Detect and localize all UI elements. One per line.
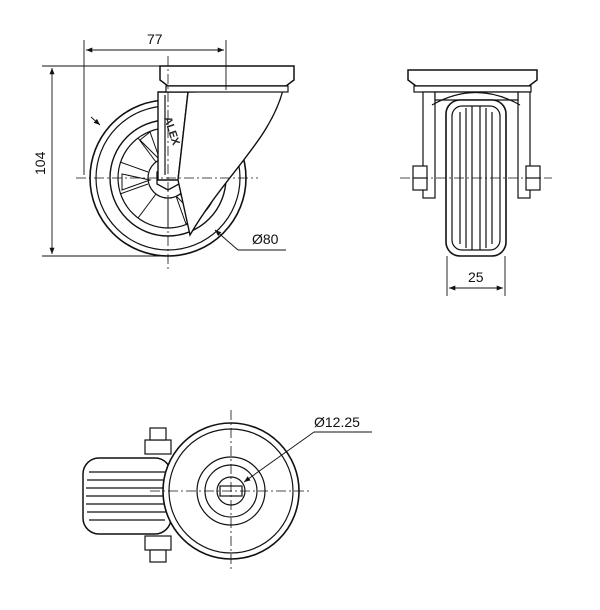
front-view bbox=[400, 69, 552, 257]
dimension-wheel-width bbox=[446, 256, 506, 296]
front-view-top-plate bbox=[407, 69, 538, 93]
dimension-diameter-label: Ø80 bbox=[252, 231, 279, 247]
bottom-view-fork bbox=[144, 427, 172, 563]
side-view-centerlines bbox=[76, 56, 258, 270]
side-view-fork bbox=[157, 89, 284, 237]
dimension-axle-diameter bbox=[243, 431, 372, 483]
dimension-width bbox=[83, 40, 227, 175]
dimension-width-label: 77 bbox=[147, 31, 163, 47]
dimension-wheel-width-label: 25 bbox=[468, 269, 484, 285]
side-view-top-plate bbox=[159, 65, 295, 93]
bottom-view-centerlines bbox=[150, 410, 312, 572]
bottom-view bbox=[82, 410, 312, 572]
dimension-height-label: 104 bbox=[32, 151, 48, 175]
dimension-diameter bbox=[90, 116, 286, 251]
front-view-axle-nuts bbox=[412, 165, 541, 191]
side-view: ALEX bbox=[76, 56, 295, 270]
dimension-axle-diameter-label: Ø12.25 bbox=[314, 414, 360, 430]
bottom-view-wheel-tread bbox=[82, 457, 172, 535]
dimension-height bbox=[42, 65, 168, 257]
